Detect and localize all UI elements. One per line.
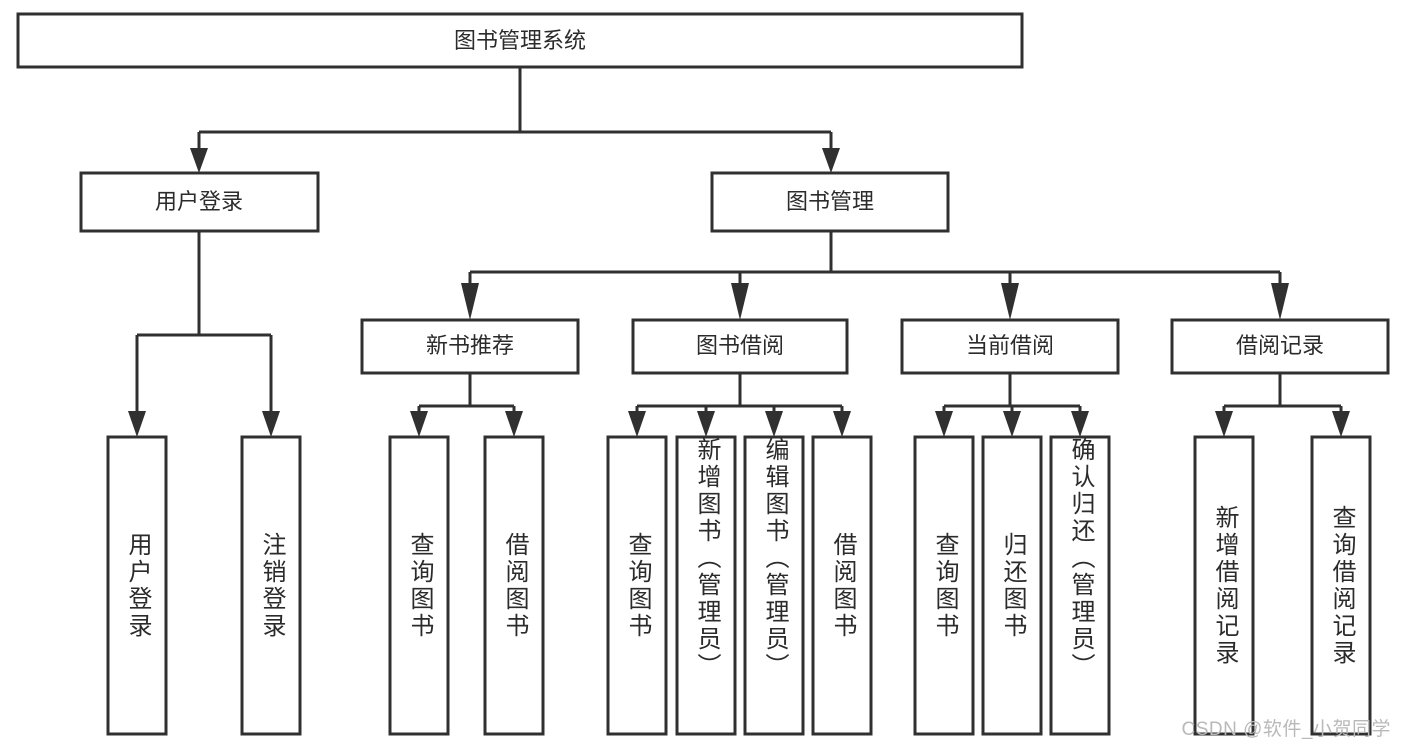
arrowhead-bookborrow [731, 283, 749, 320]
arrowhead-currentborrow-leaf3 [1071, 411, 1089, 437]
arrowhead-bookborrow-leaf2 [697, 411, 715, 437]
node-root-label: 图书管理系统 [454, 28, 586, 53]
leaf-box-br-query-record[interactable] [1310, 435, 1372, 736]
node-user-login-label: 用户登录 [155, 189, 243, 214]
arrowhead-leaf-user-login [128, 411, 146, 437]
node-user-login-box[interactable] [79, 171, 320, 233]
node-book-manage-box[interactable] [710, 171, 950, 233]
node-current-borrow-box[interactable] [900, 318, 1120, 375]
node-new-book-recommend-label: 新书推荐 [426, 333, 514, 358]
arrowhead-borrowrecord-leaf2 [1332, 411, 1350, 437]
csdn-watermark: CSDN @软件_小贺同学 [1181, 719, 1391, 740]
node-current-borrow-label: 当前借阅 [966, 333, 1054, 358]
leaf-box-nbr-borrow-book[interactable] [483, 435, 545, 736]
leaf-box-bb-edit-book[interactable] [743, 435, 805, 736]
leaf-box-cb-query-book[interactable] [913, 435, 975, 736]
arrowhead-bookborrow-leaf3 [765, 411, 783, 437]
node-book-manage-label: 图书管理 [786, 189, 874, 214]
leaf-box-br-add-record[interactable] [1193, 435, 1255, 736]
leaf-box-nbr-query-book[interactable] [388, 435, 450, 736]
arrowhead-currentborrow-leaf1 [935, 411, 953, 437]
arrowhead-currentborrow [1001, 283, 1019, 320]
arrowhead-bookborrow-leaf1 [628, 411, 646, 437]
arrowhead-currentborrow-leaf2 [1003, 411, 1021, 437]
node-borrow-record-box[interactable] [1170, 318, 1390, 375]
arrowhead-book-manage [822, 148, 840, 173]
leaf-box-bb-query-book[interactable] [606, 435, 668, 736]
leaf-box-cb-return-book[interactable] [981, 435, 1043, 736]
node-borrow-record-label: 借阅记录 [1236, 333, 1324, 358]
arrowhead-newbook-leaf2 [505, 411, 523, 437]
node-book-borrow-box[interactable] [631, 318, 849, 375]
node-root-box[interactable] [16, 12, 1024, 69]
node-new-book-recommend-box[interactable] [360, 318, 580, 375]
connectors [128, 67, 1350, 437]
leaf-box-cb-confirm-return[interactable] [1049, 435, 1111, 736]
arrowhead-newbook [461, 283, 479, 320]
arrowhead-bookborrow-leaf4 [833, 411, 851, 437]
leaf-box-logout[interactable] [240, 435, 302, 736]
leaf-box-user-login[interactable] [106, 435, 168, 736]
node-labels: 图书管理系统 用户登录 图书管理 新书推荐 图书借阅 当前借阅 借阅记录 [155, 28, 1324, 358]
arrowhead-borrowrecord [1271, 283, 1289, 320]
arrowhead-newbook-leaf1 [410, 411, 428, 437]
arrowhead-user-login [190, 148, 208, 173]
arrowhead-leaf-logout [262, 411, 280, 437]
leaf-box-bb-borrow-book[interactable] [811, 435, 873, 736]
node-boxes [16, 12, 1390, 736]
leaf-box-bb-add-book[interactable] [675, 435, 737, 736]
node-book-borrow-label: 图书借阅 [696, 333, 784, 358]
arrowhead-borrowrecord-leaf1 [1215, 411, 1233, 437]
